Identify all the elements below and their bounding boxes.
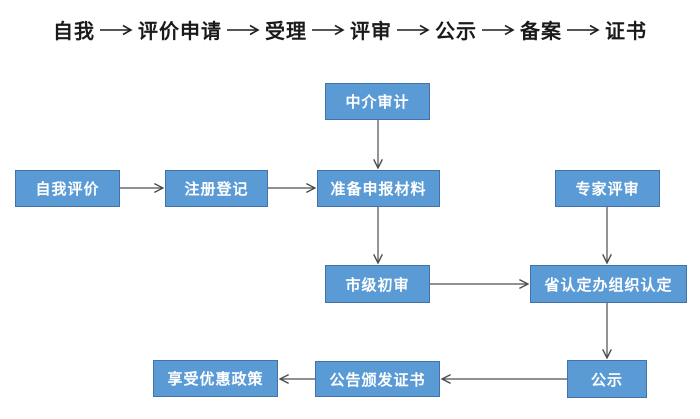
title-stage-acceptance: 受理: [265, 21, 307, 43]
node-label: 中介审计: [345, 95, 410, 111]
node-intermediary-audit: 中介审计: [325, 83, 430, 120]
node-label: 市级初审: [345, 277, 410, 294]
title-stage-filing: 备案: [520, 21, 562, 43]
right-arrow-icon: [312, 24, 345, 35]
title-stage-publicity: 公示: [435, 21, 477, 43]
node-label: 自我评价: [35, 182, 100, 198]
node-label: 公示: [590, 372, 623, 389]
node-provincial-determination: 省认定办组织认定: [530, 265, 687, 303]
right-arrow-icon: [567, 24, 600, 35]
title-stage-review: 评审: [350, 21, 392, 43]
node-self-evaluation: 自我评价: [15, 170, 120, 207]
right-arrow-icon: [397, 24, 430, 35]
title-stage-application: 评价申请: [138, 21, 222, 43]
node-label: 享受优惠政策: [167, 372, 264, 388]
node-enjoy-preferential-policy: 享受优惠政策: [153, 360, 278, 397]
node-label: 省认定办组织认定: [544, 277, 673, 294]
node-registration: 注册登记: [165, 170, 268, 207]
node-label: 注册登记: [184, 182, 249, 198]
node-label: 准备申报材料: [330, 182, 427, 198]
node-label: 专家评审: [575, 182, 640, 198]
node-announce-certificate: 公告颁发证书: [315, 361, 440, 397]
node-publicity: 公示: [567, 360, 647, 398]
node-prepare-materials: 准备申报材料: [317, 170, 440, 207]
right-arrow-icon: [100, 24, 133, 35]
right-arrow-icon: [482, 24, 515, 35]
process-title: 自我 评价申请 受理 评审 公示 备案 证书: [0, 15, 700, 44]
title-stage-self: 自我: [53, 21, 95, 43]
node-city-initial-review: 市级初审: [325, 265, 430, 303]
right-arrow-icon: [227, 24, 260, 35]
title-stage-certificate: 证书: [605, 21, 647, 43]
node-label: 公告颁发证书: [329, 372, 426, 389]
node-expert-review: 专家评审: [555, 170, 660, 207]
